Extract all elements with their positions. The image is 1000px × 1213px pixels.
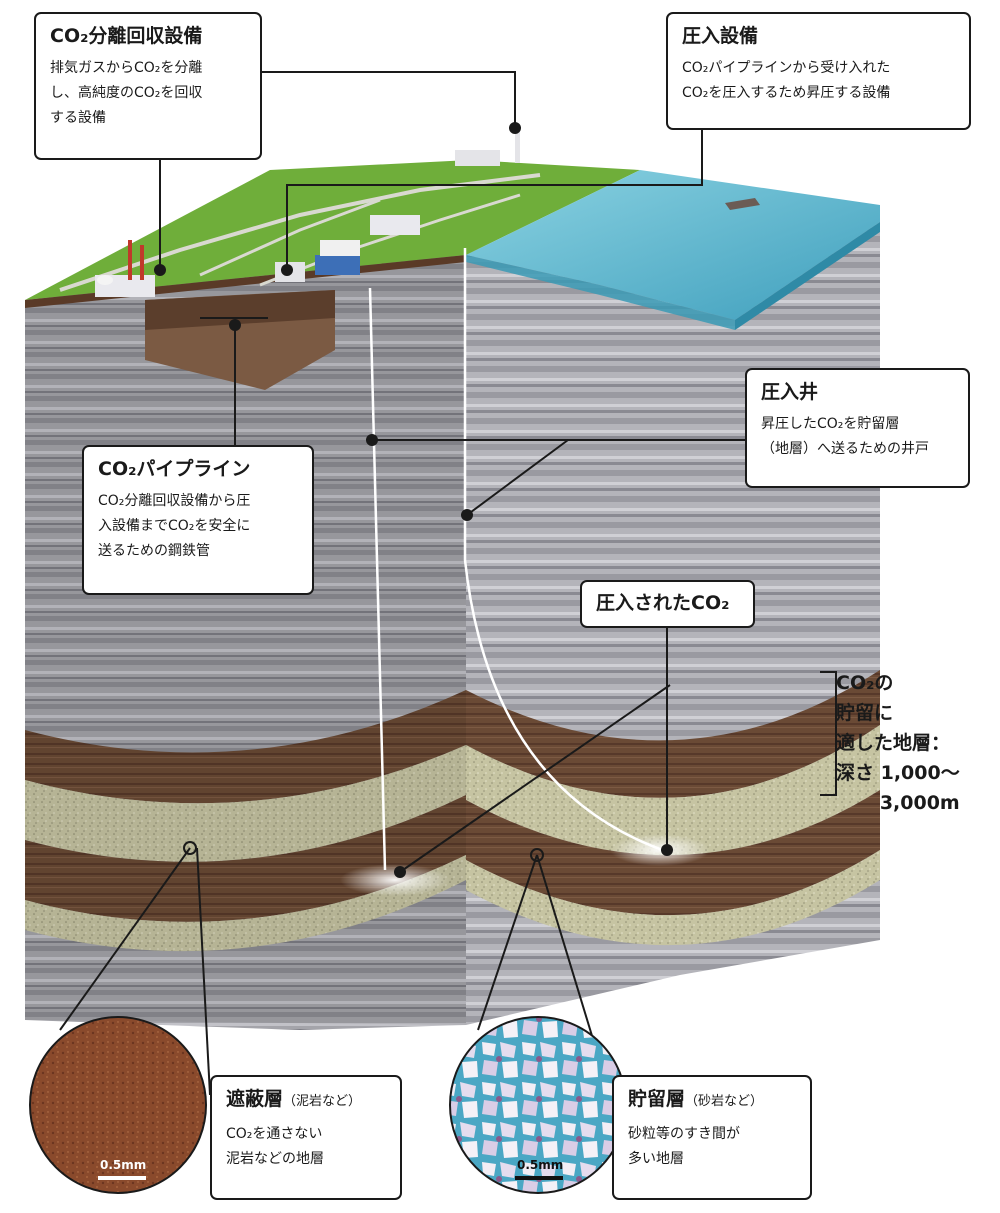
injection-well-title: 圧入井 (761, 381, 819, 403)
injection-well-callout: 圧入井 昇圧したCO₂を貯留層 （地層）へ送るための井戸 (745, 368, 970, 488)
compression-desc-1: CO₂パイプラインから受け入れた (682, 60, 891, 76)
depth-note: CO₂の 貯留に 適した地層： 深さ 1,000～ 3,000m (836, 668, 960, 818)
pipeline-callout: CO₂パイプライン CO₂分離回収設備から圧 入設備までCO₂を安全に 送るため… (82, 445, 314, 595)
reservoir-scale-label: 0.5mm (517, 1158, 564, 1172)
depth-note-3: 適した地層： (836, 732, 951, 754)
depth-note-1: CO₂の (836, 672, 894, 694)
co2-plume-left (340, 864, 450, 896)
caprock-scale-bar (98, 1176, 146, 1180)
separation-callout: CO₂分離回収設備 排気ガスからCO₂を分離 し、高純度のCO₂を回収 する設備 (34, 12, 262, 160)
reservoir-title: 貯留層 (628, 1088, 686, 1110)
depth-note-5: 3,000m (879, 792, 960, 814)
separation-title: CO₂分離回収設備 (50, 25, 203, 47)
soil-cutout (145, 290, 335, 390)
caprock-title: 遮蔽層 (226, 1088, 284, 1110)
depth-note-2: 貯留に (836, 702, 894, 724)
pipeline-desc-2: 入設備までCO₂を安全に (98, 518, 251, 534)
injection-wells (340, 248, 710, 896)
caprock-scale-label: 0.5mm (100, 1158, 147, 1172)
caprock-desc-2: 泥岩などの地層 (226, 1151, 324, 1167)
caprock-micrograph (29, 1016, 207, 1194)
caprock-note: （泥岩など） (283, 1094, 362, 1109)
co2-plume-right (610, 834, 710, 866)
sea (466, 170, 880, 330)
injection-well-desc-2: （地層）へ送るための井戸 (761, 441, 929, 457)
depth-note-4: 深さ 1,000～ (836, 762, 960, 784)
reservoir-callout: 貯留層（砂岩など） 砂粒等のすき間が 多い地層 (612, 1075, 812, 1200)
caprock-callout: 遮蔽層（泥岩など） CO₂を通さない 泥岩などの地層 (210, 1075, 402, 1200)
injected-co2-callout: 圧入されたCO₂ (580, 580, 755, 628)
separation-desc-1: 排気ガスからCO₂を分離 (50, 60, 203, 76)
reservoir-note: （砂岩など） (685, 1094, 764, 1109)
power-plant-icon (455, 128, 520, 166)
compression-plant-icon (275, 215, 420, 282)
separation-plant-icon (95, 240, 155, 297)
reservoir-scale-bar (515, 1176, 563, 1180)
reservoir-desc-1: 砂粒等のすき間が (628, 1126, 740, 1142)
separation-desc-3: する設備 (50, 110, 106, 126)
separation-desc-2: し、高純度のCO₂を回収 (50, 85, 203, 101)
caprock-desc-1: CO₂を通さない (226, 1126, 323, 1142)
ship-icon (725, 198, 760, 210)
injection-well-desc-1: 昇圧したCO₂を貯留層 (761, 416, 900, 432)
compression-desc-2: CO₂を圧入するため昇圧する設備 (682, 85, 891, 101)
compression-callout: 圧入設備 CO₂パイプラインから受け入れた CO₂を圧入するため昇圧する設備 (666, 12, 971, 130)
pipeline-desc-1: CO₂分離回収設備から圧 (98, 493, 251, 509)
pipeline-desc-3: 送るための鋼鉄管 (98, 543, 210, 559)
pipeline-title: CO₂パイプライン (98, 458, 251, 480)
leader-dots (154, 122, 673, 878)
reservoir-desc-2: 多い地層 (628, 1151, 684, 1167)
compression-title: 圧入設備 (682, 25, 759, 47)
injected-co2-title: 圧入されたCO₂ (596, 592, 730, 614)
